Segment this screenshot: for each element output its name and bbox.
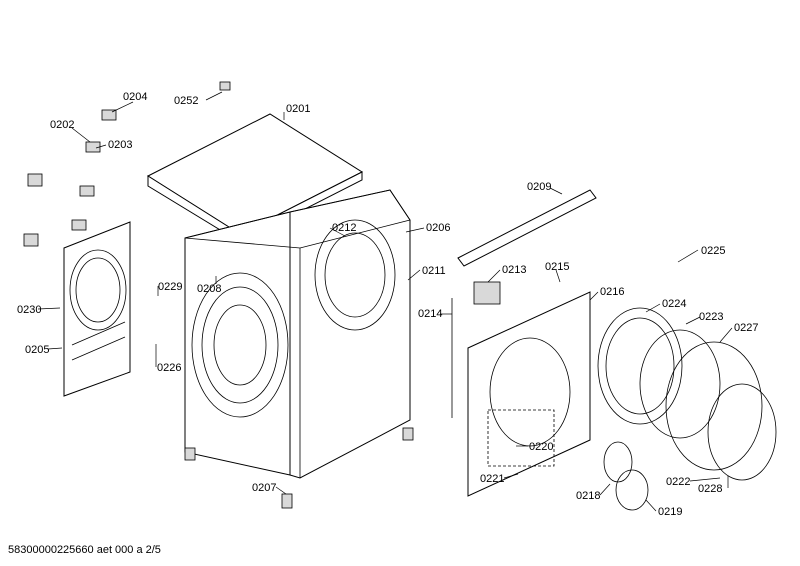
callout-0226: 0226 [157,362,181,374]
leader-lines [37,91,733,512]
callout-0229: 0229 [158,281,182,293]
callout-0208: 0208 [197,283,221,295]
callout-0227: 0227 [734,322,758,334]
callout-0230: 0230 [17,304,41,316]
callout-0202: 0202 [50,119,74,131]
callout-0215: 0215 [545,261,569,273]
callout-0214: 0214 [418,308,442,320]
callout-0216: 0216 [600,286,624,298]
callout-0203: 0203 [108,139,132,151]
callout-0221: 0221 [480,473,504,485]
callout-0209: 0209 [527,181,551,193]
callout-0219: 0219 [658,506,682,518]
callout-0205: 0205 [25,344,49,356]
callout-0228: 0228 [698,483,722,495]
rear-panel-drawing [63,221,131,397]
callout-0222: 0222 [666,476,690,488]
callout-0212: 0212 [332,222,356,234]
callout-labels: 0252 0204 0201 0202 0203 0209 0212 0206 … [17,91,758,518]
callout-0206: 0206 [426,222,450,234]
callout-0211: 0211 [422,265,446,277]
callout-0225: 0225 [701,245,725,257]
callout-0224: 0224 [662,298,686,310]
callout-0207: 0207 [252,482,276,494]
cabinet-drawing [184,189,414,509]
callout-0213: 0213 [502,264,526,276]
front-panel-drawing [451,281,591,497]
callout-0204: 0204 [123,91,147,103]
door-rings-drawing [597,307,777,511]
callout-0223: 0223 [699,311,723,323]
callout-0252: 0252 [174,95,198,107]
top-rail-drawing [457,189,597,267]
document-code: 58300000225660 aet 000 a 2/5 [8,544,161,556]
callout-0218: 0218 [576,490,600,502]
callout-0220: 0220 [529,441,553,453]
callout-0201: 0201 [286,103,310,115]
